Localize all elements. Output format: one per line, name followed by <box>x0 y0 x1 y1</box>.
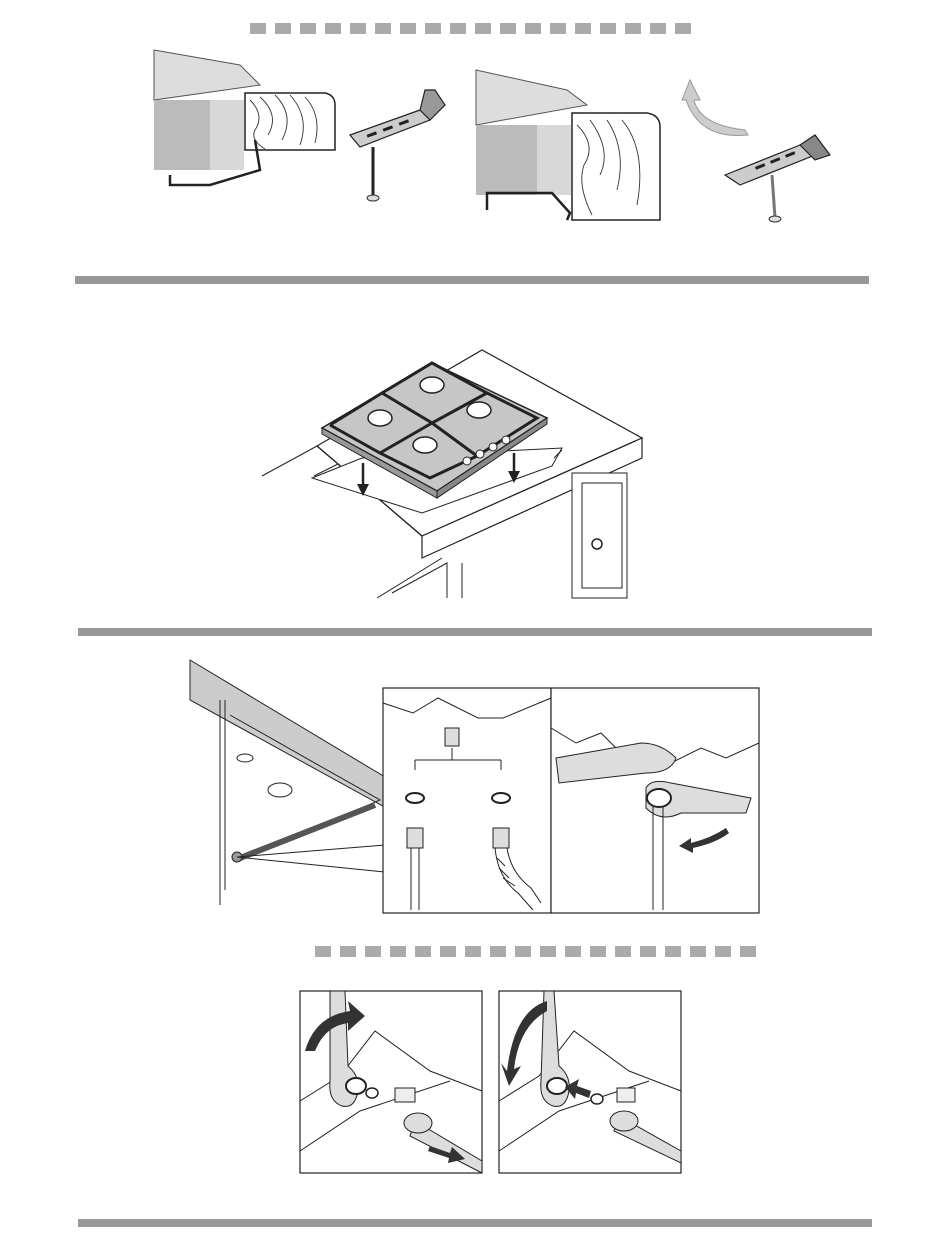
hob-into-cutout-illustration <box>262 348 647 598</box>
section-rule-1 <box>75 276 869 284</box>
bracket-screw-detail-1 <box>345 85 455 205</box>
thick-worktop-bracket-illustration <box>472 65 667 230</box>
section-rule-3 <box>78 1219 872 1227</box>
tighten-fitting-panel <box>499 991 681 1173</box>
loosen-fitting-panel <box>300 991 482 1173</box>
thin-worktop-bracket-illustration <box>150 45 340 195</box>
gasket-options-panel <box>383 688 551 913</box>
bracket-rotate-detail <box>720 130 845 225</box>
wrench-tighten-panel <box>551 688 759 913</box>
section-rule-2 <box>78 628 872 636</box>
dash-separator-mid <box>315 946 756 957</box>
dash-separator-top <box>250 23 691 34</box>
hob-underside-illustration <box>165 660 390 910</box>
